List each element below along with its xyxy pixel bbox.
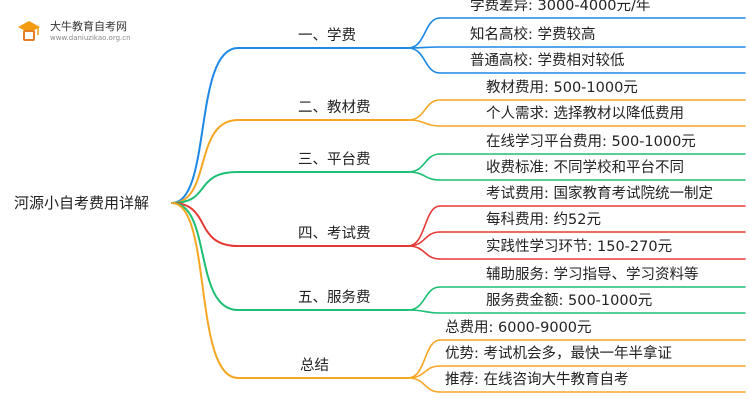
leaf-node-2-2: 个人需求: 选择教材以降低费用 [486,106,684,122]
leaf-connector-3-2 [407,171,441,181]
leaf-connector-4-2 [407,231,441,247]
logo-url: www.daniuzikao.org.cn [50,34,131,42]
branch-node-2: 二、教材费 [298,100,371,116]
branch-connector-1 [171,47,239,204]
leaf-node-6-2: 优势: 考试机会多，最快一年半拿证 [445,346,672,362]
branch-connector-4 [171,202,239,247]
leaf-node-1-1: 学费差异: 3000-4000元/年 [470,0,651,14]
leaf-node-1-3: 普通高校: 学费相对较低 [470,53,625,69]
graduation-book-icon [18,21,40,41]
branch-connector-2 [171,119,239,204]
leaf-node-5-2: 服务费金额: 500-1000元 [486,293,653,309]
branch-node-4: 四、考试费 [298,226,371,242]
leaf-node-4-2: 每科费用: 约52元 [486,212,601,228]
branch-connector-5 [171,202,239,311]
branch-node-5: 五、服务费 [298,290,371,306]
leaf-connector-5-2 [407,309,441,314]
leaf-node-4-3: 实践性学习环节: 150-270元 [486,239,673,255]
root-node: 河源小自考费用详解 [14,194,150,212]
leaf-node-5-1: 辅助服务: 学习指导、学习资料等 [486,267,699,283]
leaf-node-2-1: 教材费用: 500-1000元 [486,80,638,96]
logo-title: 大牛教育自考网 [50,20,127,33]
leaf-node-3-2: 收费标准: 不同学校和平台不同 [486,160,684,176]
branch-connector-3 [171,171,239,204]
branch-node-3: 三、平台费 [298,152,371,168]
leaf-node-1-2: 知名高校: 学费较高 [470,27,596,43]
leaf-connector-1-1 [407,17,441,49]
leaf-node-3-1: 在线学习平台费用: 500-1000元 [486,134,696,150]
leaf-node-6-1: 总费用: 6000-9000元 [445,320,592,336]
leaf-connector-2-1 [407,99,441,121]
leaf-connector-4-3 [407,245,441,260]
leaf-connector-2-2 [407,119,441,127]
leaf-node-4-1: 考试费用: 国家教育考试院统一制定 [486,186,713,202]
leaf-connector-3-1 [407,153,441,173]
leaf-connector-6-3 [407,377,441,393]
leaf-node-6-3: 推荐: 在线咨询大牛教育自考 [445,372,629,388]
branch-node-1: 一、学费 [298,28,356,44]
site-logo: 大牛教育自考网 www.daniuzikao.org.cn [14,12,174,52]
leaf-connector-1-3 [407,47,441,74]
branch-node-6: 总结 [300,358,329,374]
leaf-connector-5-1 [407,286,441,311]
branch-connector-6 [171,202,239,379]
